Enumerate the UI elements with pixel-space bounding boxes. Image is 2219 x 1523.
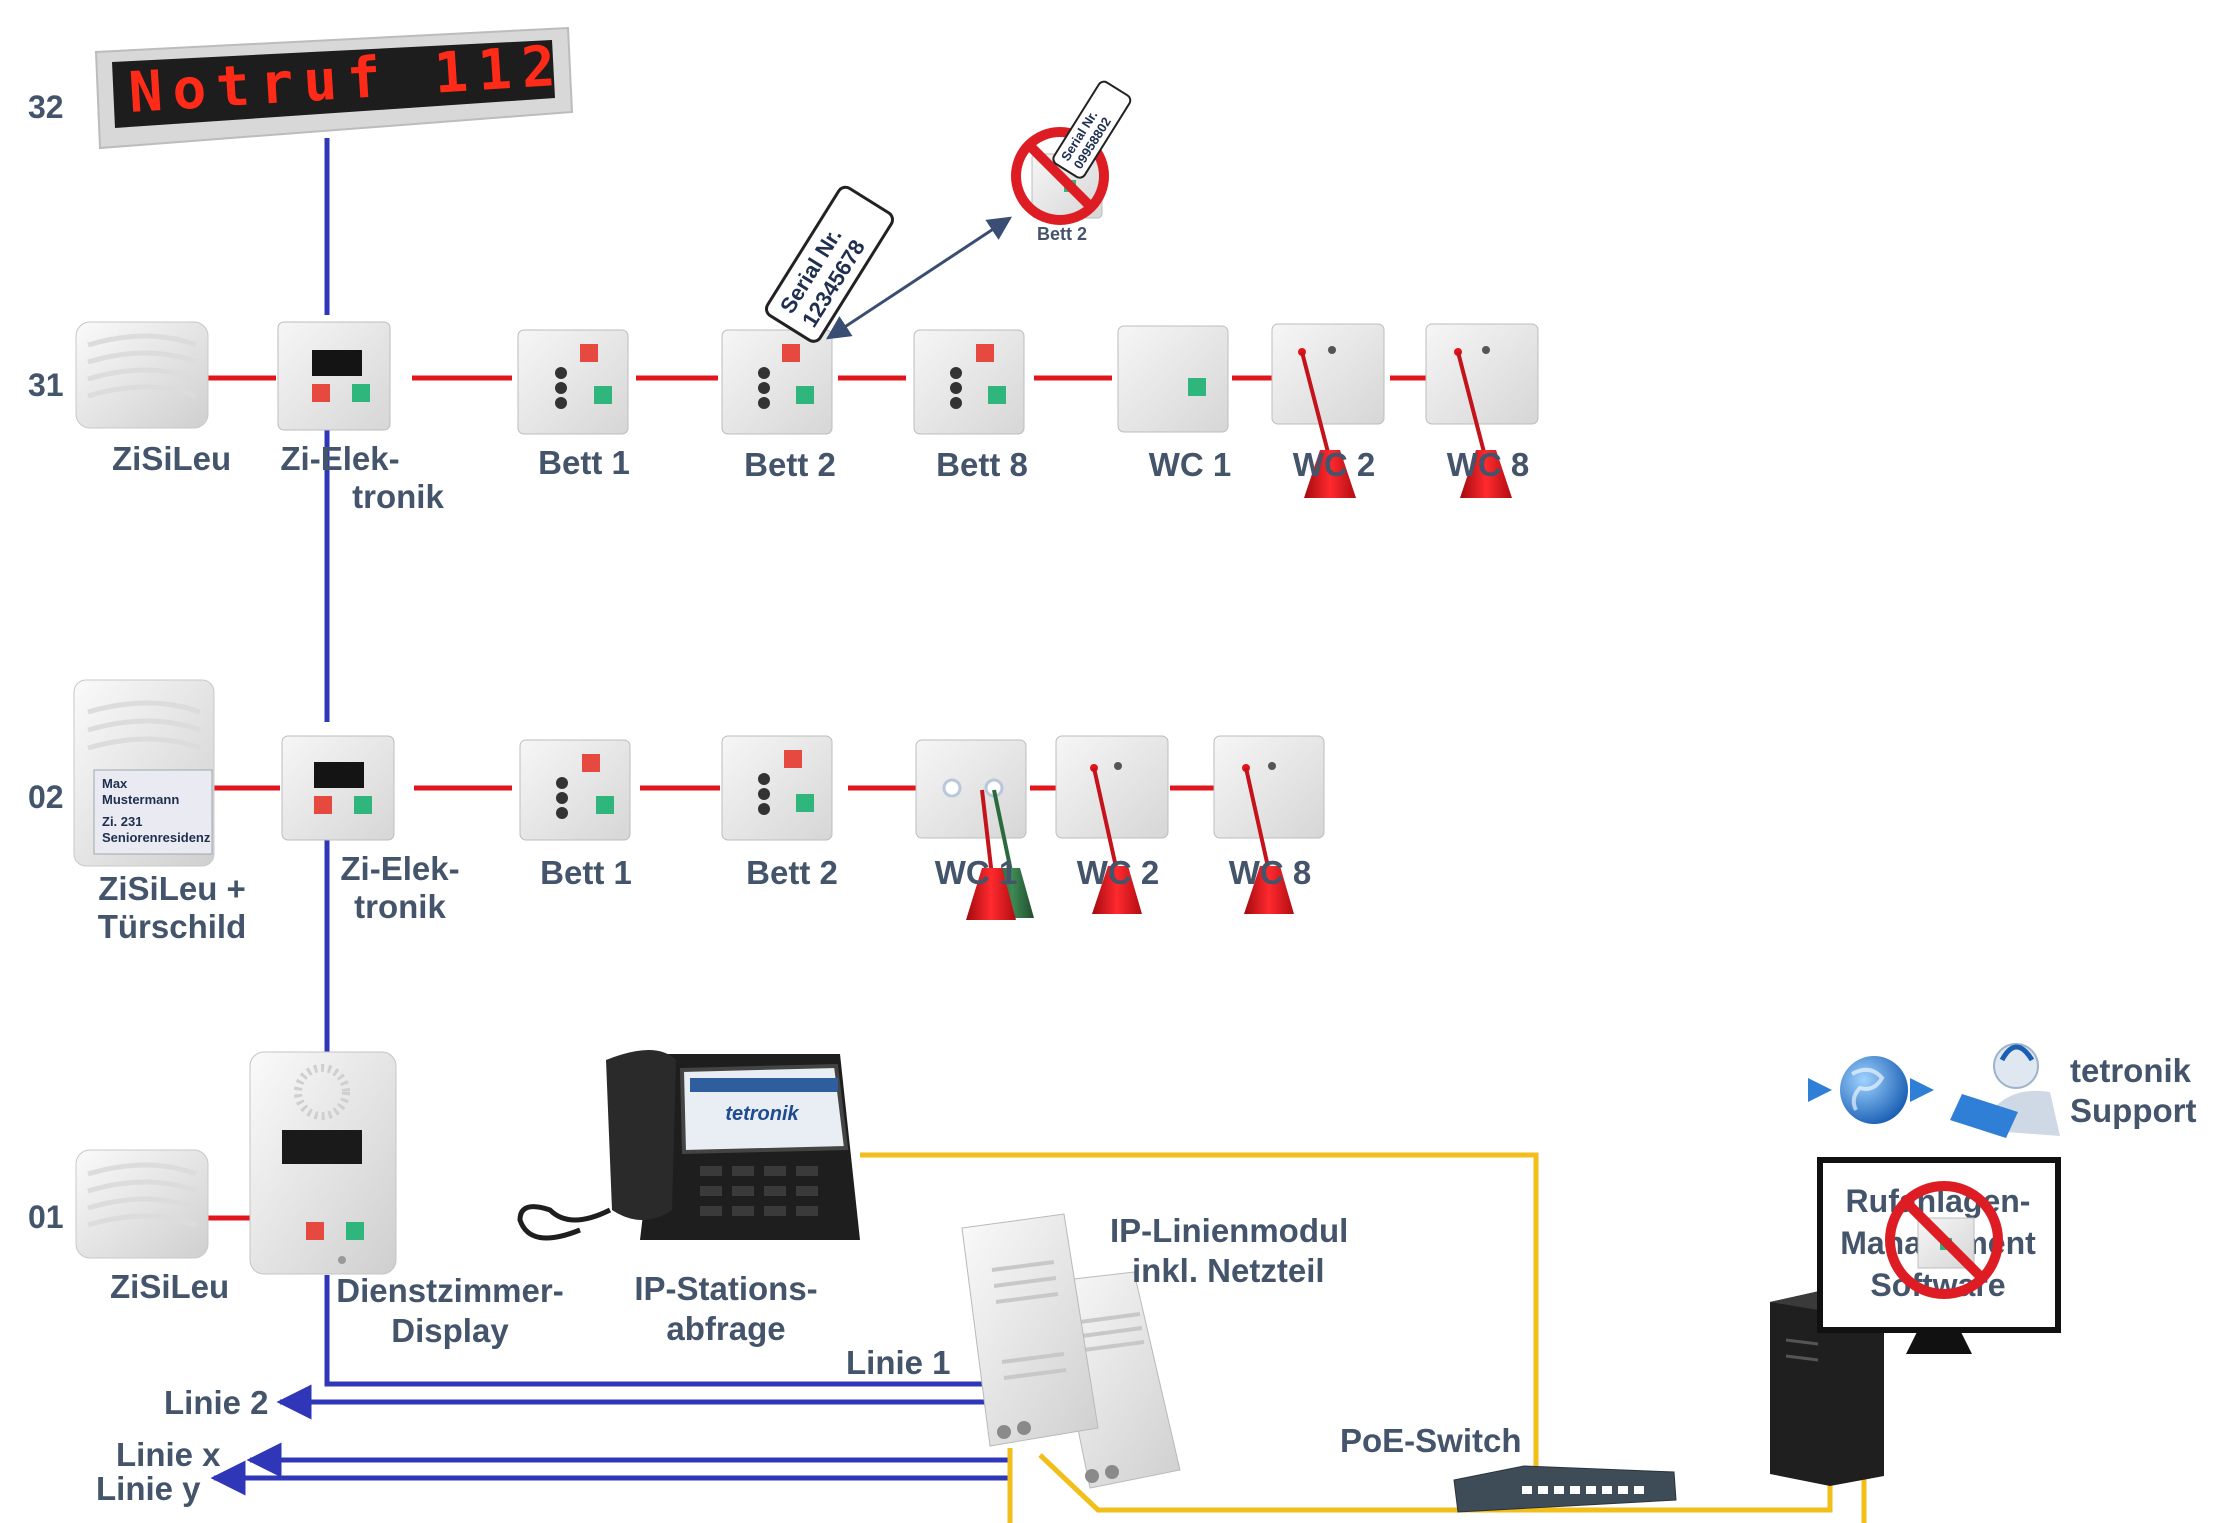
floor-01-label: 01 [28,1199,64,1235]
floor-32-label: 32 [28,89,64,125]
bett8-31-label: Bett 8 [936,446,1028,483]
support-label-2: Support [2070,1092,2196,1129]
replaced-bett2-label: Bett 2 [1037,224,1087,244]
ip-station-label-1: IP-Stations- [634,1270,817,1307]
linie-1-label: Linie 1 [846,1344,951,1381]
management-monitor: Rufanlagen- Management Software [1817,1157,2061,1354]
door-sign-line-1: Max [102,776,128,791]
dienstzimmer-label-2: Display [391,1312,509,1349]
replaced-bett2-device: Serial Nr. 09958802 Bett 2 [1011,80,1132,244]
poe-switch-device [1453,1465,1677,1513]
dienstzimmer-display-device [249,1051,397,1275]
linie-y-label: Linie y [96,1470,201,1507]
globe-icon [1840,1056,1908,1124]
wc8-02-pull-cord [1213,735,1325,914]
zisileu-31-label: ZiSiLeu [112,440,231,477]
serial-tag: Serial Nr. 12345678 [764,185,895,343]
zi-elektronik-31-label-2: tronik [352,478,444,515]
linie-x-label: Linie x [116,1436,221,1473]
ip-line-module-label-1: IP-Linienmodul [1110,1212,1348,1249]
door-sign-line-3: Zi. 231 [102,814,142,829]
wc1-31-reset-button [1117,325,1229,433]
wc1-02-double-pull-cord [915,739,1034,920]
wc1-02-label: WC 1 [935,854,1018,891]
wc2-31-label: WC 2 [1293,446,1376,483]
zi-elektronik-02-label-1: Zi-Elek- [340,850,459,887]
zisileu-02-label-1: ZiSiLeu + [98,870,246,907]
bett2-02-call-point [721,735,833,841]
floor-31-label: 31 [28,367,64,403]
prohibited-icon [1011,127,1109,225]
support-agent-icon [1950,1043,2060,1138]
support-label-1: tetronik [2070,1052,2192,1089]
bett8-31-call-point [913,329,1025,435]
ip-line-module-label-2: inkl. Netzteil [1132,1252,1325,1289]
door-sign-line-4: Seniorenresidenz [102,830,211,845]
arrow-left-icon [1808,1078,1832,1102]
wc8-31-pull-cord [1425,323,1539,498]
zi-elektronik-02 [281,735,395,841]
bett1-02-label: Bett 1 [540,854,632,891]
bett2-31-label: Bett 2 [744,446,836,483]
wc2-02-label: WC 2 [1077,854,1160,891]
linie-1-wire [324,1275,985,1387]
phone-screen-logo: tetronik [725,1103,799,1125]
arrow-left-icon [1910,1078,1934,1102]
wc8-31-label: WC 8 [1447,446,1530,483]
wc8-02-label: WC 8 [1229,854,1312,891]
remote-support-group [1808,1043,2060,1138]
bett1-02-call-point [519,739,631,841]
bett1-31-label: Bett 1 [538,444,630,481]
wc2-02-pull-cord [1055,735,1169,914]
floor-labels: 32 31 02 01 [28,89,64,1235]
bett1-31-call-point [517,329,629,435]
zisileu-door-sign-02: Max Mustermann Zi. 231 Seniorenresidenz [73,679,215,867]
zisileu-01 [75,1149,209,1259]
bett2-02-label: Bett 2 [746,854,838,891]
prohibited-icon [1885,1181,2003,1299]
bett2-31-call-point [721,329,833,435]
zisileu-01-label: ZiSiLeu [110,1268,229,1305]
ip-desk-phone: tetronik [517,1050,860,1241]
ip-line-module-1 [961,1213,1099,1447]
replacement-arrow [825,216,1013,340]
zisileu-31 [75,321,209,429]
wc2-31-pull-cord [1271,323,1385,498]
zi-elektronik-31-label-1: Zi-Elek- [280,440,399,477]
zisileu-02-label-2: Türschild [98,908,247,945]
wc1-31-label: WC 1 [1149,446,1232,483]
led-corridor-display: Notruf 112 [94,26,574,150]
poe-switch-label: PoE-Switch [1340,1422,1522,1459]
dienstzimmer-label-1: Dienstzimmer- [336,1272,563,1309]
door-sign-line-2: Mustermann [102,792,179,807]
floor-02-label: 02 [28,779,64,815]
zi-elektronik-02-label-2: tronik [354,888,446,925]
ip-station-label-2: abfrage [666,1310,785,1347]
zi-elektronik-31 [277,321,391,431]
linie-2-label: Linie 2 [164,1384,269,1421]
